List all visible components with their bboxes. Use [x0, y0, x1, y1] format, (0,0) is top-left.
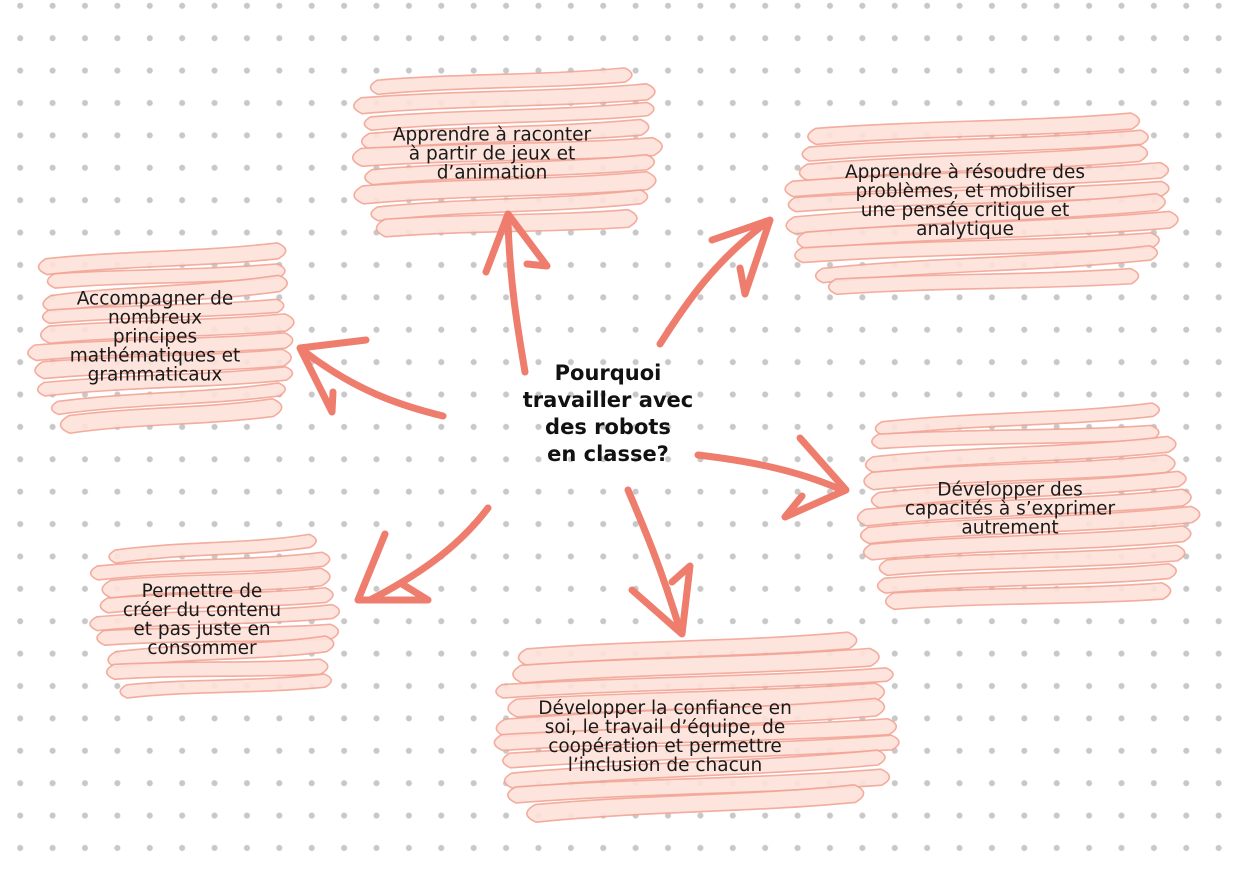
arrow-to-confiance	[624, 486, 694, 638]
scribble-creer	[89, 533, 341, 699]
scribble-raconter	[351, 67, 663, 238]
scribble-resoudre	[784, 112, 1179, 296]
node-resoudre: Apprendre à résoudre des problèmes, et m…	[844, 162, 1086, 240]
node-creer: Permettre de créer du contenu et pas jus…	[122, 581, 282, 659]
arrow-to-creer	[354, 504, 492, 604]
node-accompagner: Accompagner de nombreux principes mathém…	[69, 288, 241, 386]
scribble-accompagner	[27, 242, 295, 435]
central-question: Pourquoi travailler avec des robots en c…	[522, 361, 694, 466]
node-raconter: Apprendre à raconter à partir de jeux et…	[392, 124, 592, 184]
arrow-to-exprimer	[694, 434, 850, 521]
node-exprimer: Développer des capacités à s’exprimer au…	[904, 479, 1116, 539]
arrow-to-resoudre	[656, 216, 774, 348]
arrow-to-accompagner	[296, 336, 447, 420]
arrow-to-raconter	[482, 210, 551, 376]
scribble-confiance	[493, 631, 900, 823]
scribble-exprimer	[856, 402, 1201, 611]
node-confiance: Développer la confiance en soi, le trava…	[538, 698, 792, 776]
